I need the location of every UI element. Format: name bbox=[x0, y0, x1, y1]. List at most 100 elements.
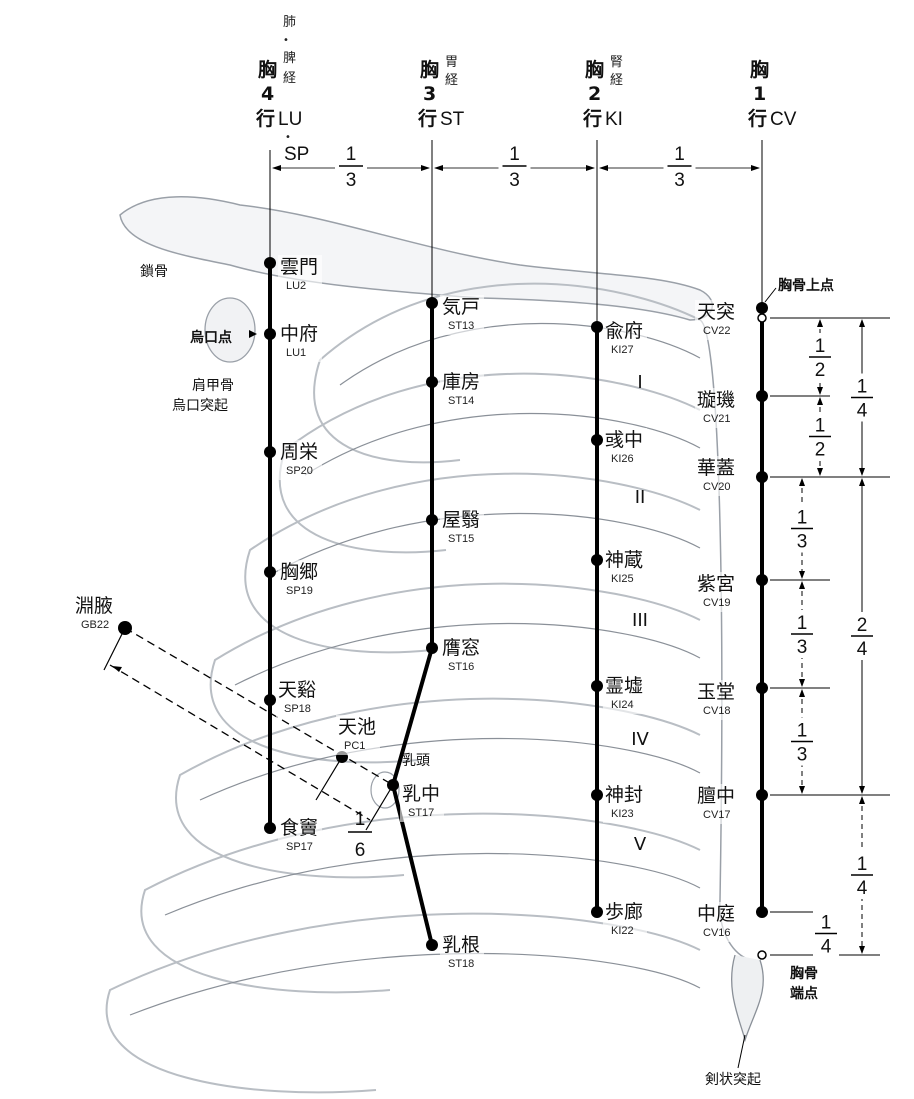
meridian-name-char: 脾 bbox=[283, 51, 296, 66]
acupoint-name-lu2: 雲門 bbox=[280, 256, 318, 278]
acupoint-code-st18: ST18 bbox=[448, 958, 474, 970]
xiphoid-shape bbox=[731, 954, 764, 1043]
rib-numeral: II bbox=[635, 487, 646, 508]
label-bg bbox=[440, 636, 484, 676]
acupoint-sp19 bbox=[264, 566, 276, 578]
arrowhead-icon bbox=[272, 165, 281, 171]
rib-numeral: I bbox=[637, 372, 642, 393]
arrowhead-icon bbox=[859, 796, 865, 804]
fraction-denominator: 6 bbox=[355, 840, 366, 861]
acupoint-cv18 bbox=[756, 682, 768, 694]
label-bg bbox=[400, 782, 444, 822]
label-bg bbox=[276, 678, 320, 718]
rib-numeral: IV bbox=[631, 729, 649, 750]
acupoint-code-cv16: CV16 bbox=[703, 927, 731, 939]
column-header-number: 3 bbox=[423, 83, 436, 105]
fraction-denominator: 3 bbox=[674, 170, 685, 191]
arrowhead-icon bbox=[859, 468, 865, 476]
acupoint-cv20 bbox=[756, 471, 768, 483]
arrowhead-icon bbox=[859, 786, 865, 794]
meridian-line-st bbox=[390, 303, 434, 946]
acupoint-code-sp18: SP18 bbox=[284, 703, 311, 715]
arrowhead-icon bbox=[817, 468, 823, 476]
acupoint-cv22 bbox=[756, 302, 768, 314]
acupoint-name-st15: 屋翳 bbox=[442, 509, 480, 531]
fraction-numerator: 1 bbox=[797, 613, 808, 634]
label-bg bbox=[278, 440, 322, 480]
fraction-numerator: 1 bbox=[346, 144, 357, 165]
label-bg bbox=[278, 816, 322, 856]
acupoint-code-sp20: SP20 bbox=[286, 465, 313, 477]
column-header-number: 1 bbox=[753, 83, 766, 105]
sternum-end-label-2: 端点 bbox=[790, 985, 818, 1002]
acupoint-gb22 bbox=[118, 621, 132, 635]
label-bg bbox=[695, 680, 739, 720]
acupoint-name-st16: 膺窓 bbox=[442, 637, 480, 659]
nipple-shape bbox=[370, 771, 400, 809]
meridian-code: KI bbox=[605, 109, 623, 130]
rib-edge bbox=[164, 852, 701, 916]
arrowhead-icon bbox=[799, 786, 805, 794]
fraction-denominator: 4 bbox=[821, 937, 832, 958]
rib-edge bbox=[129, 952, 701, 1016]
fraction-numerator: 1 bbox=[355, 809, 366, 830]
fraction-numerator: 1 bbox=[815, 416, 826, 437]
label-bg bbox=[440, 295, 484, 335]
fraction-denominator: 3 bbox=[797, 745, 808, 766]
acupoint-st13 bbox=[426, 297, 438, 309]
fraction-bg bbox=[335, 150, 367, 190]
acupoint-name-lu1: 中府 bbox=[280, 323, 318, 345]
acupoint-code-pc1: PC1 bbox=[344, 740, 365, 752]
rib-numeral: V bbox=[634, 834, 647, 855]
fraction-denominator: 3 bbox=[509, 170, 520, 191]
meridian-name-char: 経 bbox=[610, 73, 623, 88]
acupoint-st16 bbox=[426, 642, 438, 654]
arrowhead-icon bbox=[599, 165, 608, 171]
column-header-chest: 胸 bbox=[420, 58, 439, 81]
fraction-numerator: 1 bbox=[821, 913, 832, 934]
clavicle-shape bbox=[119, 196, 714, 321]
fraction-numerator: 1 bbox=[815, 336, 826, 357]
label-bg bbox=[603, 783, 647, 823]
fraction-numerator: 1 bbox=[857, 854, 868, 875]
acupoint-code-cv21: CV21 bbox=[703, 413, 731, 425]
fraction-bg bbox=[498, 150, 531, 190]
rib-numeral: III bbox=[632, 610, 648, 631]
fraction-denominator: 3 bbox=[346, 170, 357, 191]
fraction-denominator: 3 bbox=[797, 637, 808, 658]
scapula-label: 肩甲骨 bbox=[192, 378, 234, 394]
acupoint-name-cv22: 天突 bbox=[697, 301, 735, 323]
meridian-code-secondary: SP bbox=[284, 144, 309, 165]
label-bg bbox=[695, 572, 739, 612]
acupoint-ki26 bbox=[591, 434, 603, 446]
acupoint-name-sp19: 胸郷 bbox=[280, 561, 318, 583]
sternum-top-label: 胸骨上点 bbox=[778, 277, 834, 294]
column-header-number: 2 bbox=[588, 83, 601, 105]
column-header-chest: 胸 bbox=[258, 58, 277, 81]
sternum-top-pointer bbox=[764, 287, 777, 303]
arrowhead-icon bbox=[859, 478, 865, 486]
acupoint-sp17 bbox=[264, 822, 276, 834]
column-header-row: 行 bbox=[417, 107, 437, 130]
acupoint-cv17 bbox=[756, 789, 768, 801]
acupoint-code-st16: ST16 bbox=[448, 661, 474, 673]
rib-edge bbox=[199, 737, 701, 801]
label-bg bbox=[336, 715, 380, 755]
meridian-code: ST bbox=[440, 109, 465, 130]
meridian-lines bbox=[268, 140, 764, 946]
label-bg bbox=[278, 255, 322, 295]
acupoint-cv19 bbox=[756, 574, 768, 586]
acupoint-code-st14: ST14 bbox=[448, 395, 474, 407]
label-bg bbox=[695, 456, 739, 496]
fraction-numerator: 1 bbox=[857, 377, 868, 398]
arrowhead-icon bbox=[112, 666, 122, 672]
acupoints bbox=[118, 257, 768, 960]
fraction-denominator: 2 bbox=[815, 440, 826, 461]
st17-tick bbox=[365, 784, 394, 831]
label-bg bbox=[695, 784, 739, 824]
fraction-numerator: 1 bbox=[674, 144, 685, 165]
acupoint-name-ki22: 歩廊 bbox=[605, 901, 643, 923]
column-header-row: 行 bbox=[255, 107, 275, 130]
pc1-tick bbox=[315, 756, 343, 801]
